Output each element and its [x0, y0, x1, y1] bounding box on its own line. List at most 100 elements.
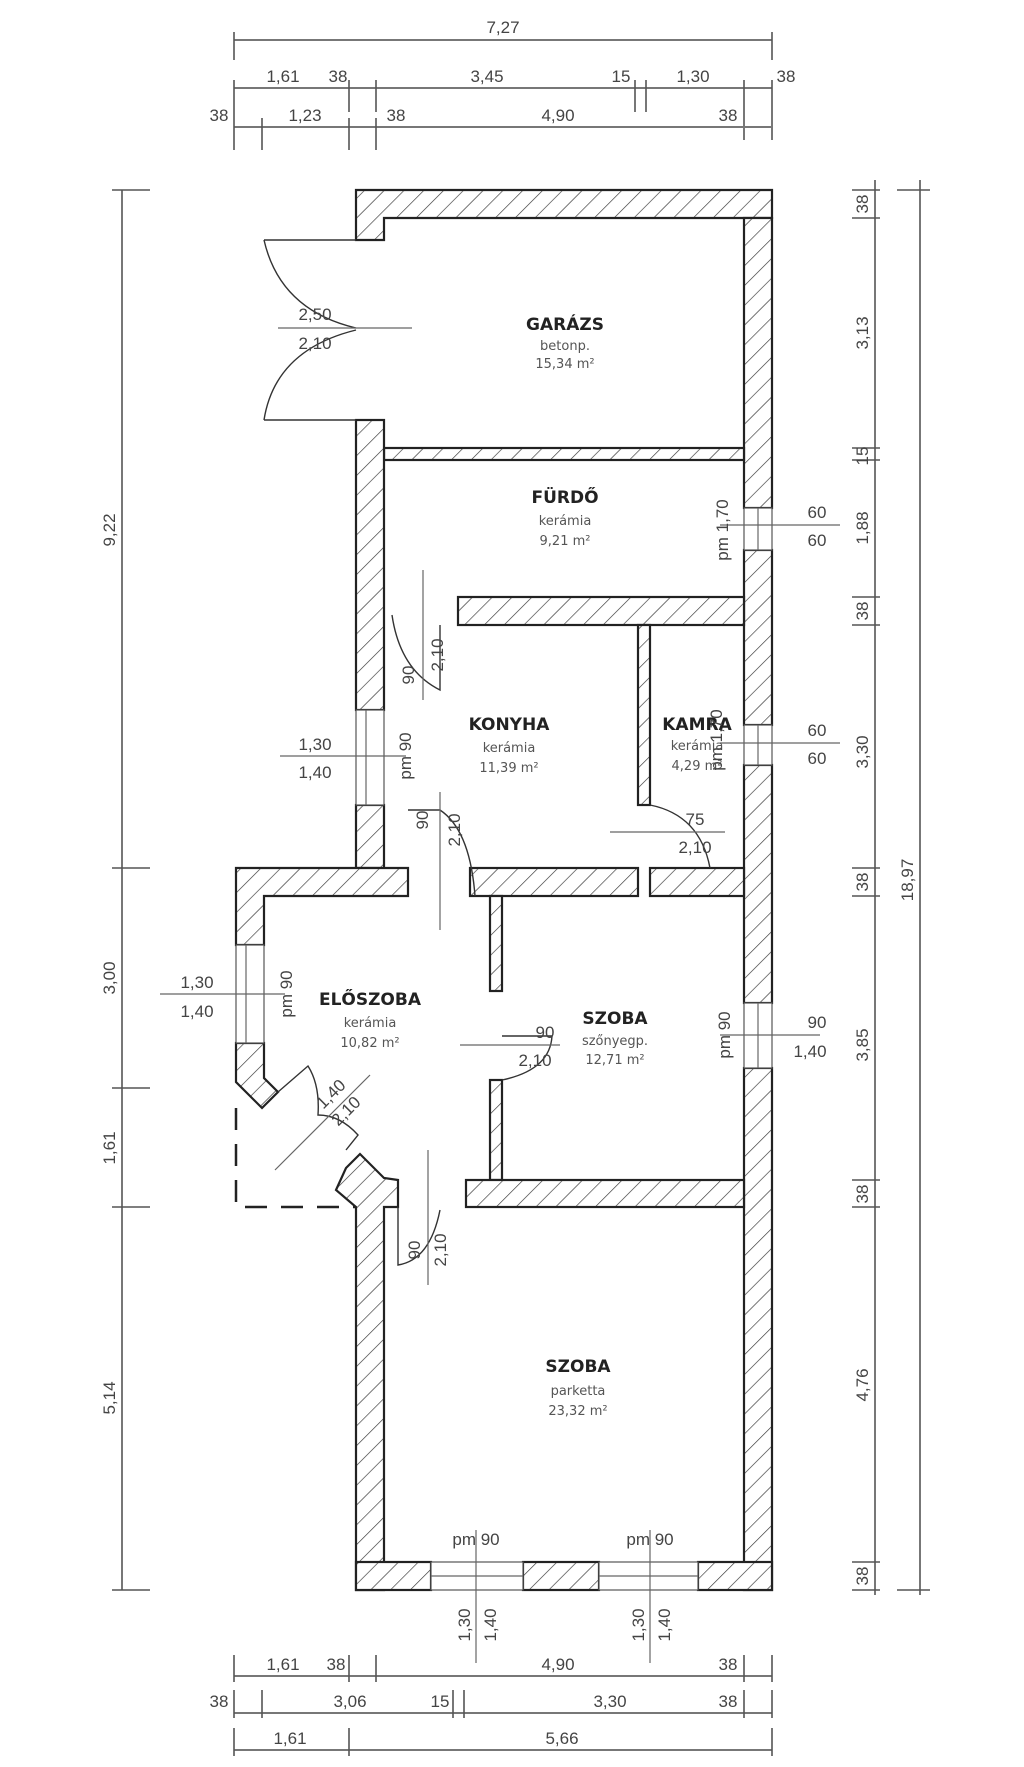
dim-right-15: 15 — [853, 447, 872, 466]
bath-window-sill: pm 1,70 — [713, 499, 732, 560]
kitchen-window-height: 1,40 — [298, 763, 331, 782]
dim-left-1-61: 1,61 — [100, 1131, 119, 1164]
room-name: KONYHA — [469, 715, 551, 735]
room-door-width: 90 — [536, 1023, 555, 1042]
room-garage: GARÁZS betonp. 15,34 m² — [526, 313, 604, 372]
room-area: 12,71 m² — [585, 1053, 644, 1068]
room-window-height: 1,40 — [793, 1042, 826, 1061]
hall-window-width: 1,30 — [180, 973, 213, 992]
living-door-width: 90 — [405, 1241, 424, 1260]
garage-door-height: 2,10 — [298, 334, 331, 353]
room-hall: ELŐSZOBA kerámia 10,82 m² — [319, 988, 422, 1051]
dim-right-1-88: 1,88 — [853, 511, 872, 544]
left-dimensions: 9,22 3,00 1,61 5,14 — [100, 189, 150, 1591]
doors — [160, 239, 840, 1663]
room-bathroom: FÜRDŐ kerámia 9,21 m² — [531, 486, 598, 549]
living-window-1-sill: pm 90 — [452, 1530, 499, 1549]
bath-door-height: 2,10 — [428, 638, 447, 671]
living-window-1-height: 1,40 — [481, 1608, 500, 1641]
room-floor: szőnyegp. — [582, 1034, 648, 1049]
hall-window-height: 1,40 — [180, 1002, 213, 1021]
room-name: GARÁZS — [526, 313, 604, 335]
kamra-door-width: 75 — [686, 810, 705, 829]
kamra-window-height: 60 — [808, 749, 827, 768]
dim-right-3-30: 3,30 — [853, 735, 872, 768]
room-area: 15,34 m² — [535, 357, 594, 372]
dim-top-1-61: 1,61 — [266, 67, 299, 86]
living-window-1-width: 1,30 — [455, 1608, 474, 1641]
kamra-window-sill: pm 1,70 — [707, 709, 726, 770]
kitchen-window-sill: pm 90 — [396, 732, 415, 779]
bath-window-height: 60 — [808, 531, 827, 550]
room-area: 10,82 m² — [340, 1036, 399, 1051]
dim-bottom-4-90: 4,90 — [541, 1655, 574, 1674]
room-pantry: KAMRA kerámia 4,29 m² — [662, 715, 732, 774]
living-door-height: 2,10 — [431, 1233, 450, 1266]
room-name: SZOBA — [545, 1357, 611, 1377]
dim-top-row3-38c: 38 — [719, 106, 738, 125]
dim-top-1-30: 1,30 — [676, 67, 709, 86]
bath-window-width: 60 — [808, 503, 827, 522]
dim-bottom-row2-38b: 38 — [719, 1692, 738, 1711]
room-bedroom: SZOBA szőnyegp. 12,71 m² — [582, 1009, 648, 1068]
dim-right-3-85: 3,85 — [853, 1028, 872, 1061]
dim-top-row3-38b: 38 — [387, 106, 406, 125]
room-area: 9,21 m² — [540, 534, 591, 549]
dim-right-4-76: 4,76 — [853, 1368, 872, 1401]
dim-left-9-22: 9,22 — [100, 513, 119, 546]
dim-bottom-row2-38a: 38 — [210, 1692, 229, 1711]
opening-labels: 2,50 2,10 pm 1,70 60 60 pm 1,70 60 60 pm… — [180, 305, 826, 1642]
room-floor: kerámia — [539, 514, 592, 529]
dim-top-row3-38a: 38 — [210, 106, 229, 125]
kamra-door-height: 2,10 — [678, 838, 711, 857]
dim-bottom-15: 15 — [431, 1692, 450, 1711]
living-window-2-width: 1,30 — [629, 1608, 648, 1641]
room-window-width: 90 — [808, 1013, 827, 1032]
dim-top-38a: 38 — [329, 67, 348, 86]
room-floor: betonp. — [540, 339, 590, 354]
room-floor: kerámia — [483, 741, 536, 756]
dim-overall-width: 7,27 — [486, 18, 519, 37]
dim-bottom-38b: 38 — [719, 1655, 738, 1674]
top-dimensions: 7,27 1,61 38 3,45 15 1,30 38 38 1,23 38 … — [210, 18, 796, 150]
dim-right-38a: 38 — [853, 195, 872, 214]
room-name: FÜRDŐ — [531, 486, 598, 508]
kamra-window-width: 60 — [808, 721, 827, 740]
dim-bottom-1-61b: 1,61 — [273, 1729, 306, 1748]
room-kitchen: KONYHA kerámia 11,39 m² — [469, 715, 551, 776]
bath-door-width: 90 — [399, 666, 418, 685]
kitchen-door-width: 90 — [413, 811, 432, 830]
dim-right-38b: 38 — [853, 602, 872, 621]
walls — [234, 188, 774, 1592]
kitchen-door-height: 2,10 — [445, 813, 464, 846]
dim-top-15: 15 — [612, 67, 631, 86]
room-area: 23,32 m² — [548, 1404, 607, 1419]
dim-bottom-38a: 38 — [327, 1655, 346, 1674]
bottom-dimensions: 1,61 38 4,90 38 38 3,06 15 3,30 38 1,61 … — [210, 1655, 773, 1756]
living-window-2-height: 1,40 — [655, 1608, 674, 1641]
room-name: SZOBA — [582, 1009, 648, 1029]
dim-right-3-13: 3,13 — [853, 316, 872, 349]
dim-top-38b: 38 — [777, 67, 796, 86]
dim-top-1-23: 1,23 — [288, 106, 321, 125]
windows — [235, 507, 773, 1591]
dim-right-overall: 18,97 — [898, 859, 917, 902]
dim-right-38e: 38 — [853, 1567, 872, 1586]
room-name: ELŐSZOBA — [319, 988, 422, 1010]
room-window-sill: pm 90 — [715, 1011, 734, 1058]
room-area: 11,39 m² — [479, 761, 538, 776]
dim-top-3-45: 3,45 — [470, 67, 503, 86]
room-floor: parketta — [551, 1384, 606, 1399]
room-door-height: 2,10 — [518, 1051, 551, 1070]
dim-top-4-90: 4,90 — [541, 106, 574, 125]
room-area: 4,29 m² — [672, 759, 723, 774]
dim-left-5-14: 5,14 — [100, 1381, 119, 1414]
right-dimensions: 38 3,13 15 1,88 38 3,30 38 3,85 38 4,76 … — [852, 180, 930, 1595]
kitchen-window-width: 1,30 — [298, 735, 331, 754]
room-living: SZOBA parketta 23,32 m² — [545, 1357, 611, 1419]
dim-bottom-3-06: 3,06 — [333, 1692, 366, 1711]
dim-right-38c: 38 — [853, 873, 872, 892]
room-name: KAMRA — [662, 715, 732, 735]
living-window-2-sill: pm 90 — [626, 1530, 673, 1549]
